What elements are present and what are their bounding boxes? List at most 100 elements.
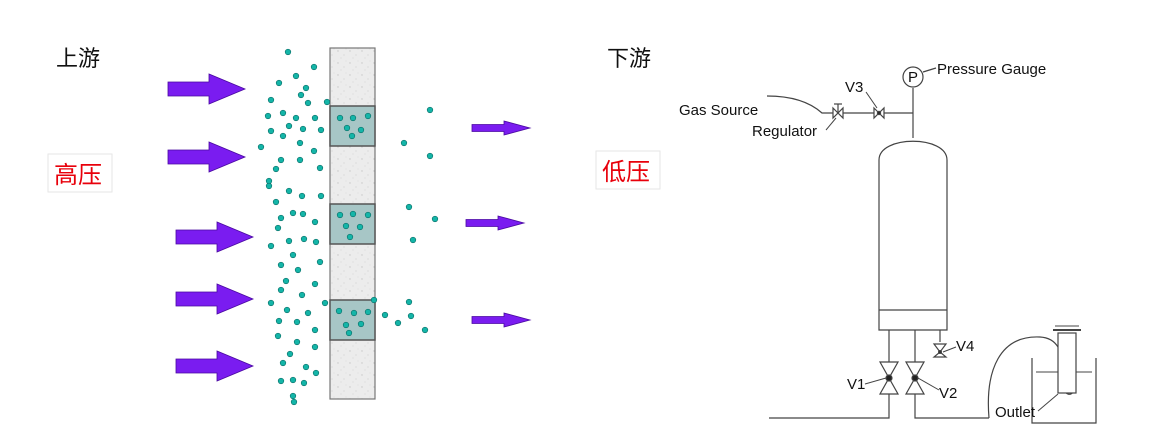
- gas-particle: [297, 91, 305, 99]
- gas-particle: [286, 350, 294, 358]
- gas-particle: [290, 398, 298, 406]
- outlet-beaker: [1031, 325, 1097, 424]
- gas-particle: [265, 182, 273, 190]
- membrane-pore-3: [329, 299, 376, 341]
- upstream-arrow: [167, 141, 247, 173]
- gas-particle: [285, 187, 293, 195]
- gas-particle: [275, 317, 283, 325]
- gas-particle: [364, 308, 372, 316]
- low-pressure-label: 低压: [602, 158, 650, 186]
- gas-particle: [277, 214, 285, 222]
- gas-particle: [342, 321, 350, 329]
- gas-particle: [296, 139, 304, 147]
- gas-particle: [343, 124, 351, 132]
- gas-particle: [317, 126, 325, 134]
- gas-particle: [311, 114, 319, 122]
- downstream-arrow: [471, 312, 532, 328]
- gas-particle: [349, 114, 357, 122]
- gas-particle: [284, 48, 292, 56]
- gas-particle: [275, 79, 283, 87]
- gas-particle: [274, 332, 282, 340]
- gas-particle: [407, 312, 415, 320]
- gas-particle: [277, 286, 285, 294]
- gas-particle: [304, 99, 312, 107]
- pressure-gauge-icon: [902, 66, 924, 88]
- gas-particle: [312, 238, 320, 246]
- gas-particle: [394, 319, 402, 327]
- pressure-gauge-symbol: P: [908, 69, 918, 86]
- v1-valve: [878, 361, 900, 395]
- gas-particle: [316, 164, 324, 172]
- high-pressure-label: 高压: [54, 161, 102, 189]
- gas-particle: [279, 132, 287, 140]
- gas-particle: [298, 291, 306, 299]
- gas-particle: [311, 280, 319, 288]
- gas-particle: [289, 392, 297, 400]
- regulator-valve: [832, 103, 844, 120]
- downstream-arrow: [465, 215, 526, 231]
- gas-particle: [421, 326, 429, 334]
- gas-particle: [285, 122, 293, 130]
- gas-particle: [292, 72, 300, 80]
- membrane-diagram: 上游 高压 下游 低压: [47, 47, 661, 406]
- gas-particle: [300, 379, 308, 387]
- membrane-wall: [329, 47, 376, 400]
- high-pressure-label-box: 高压: [47, 153, 113, 193]
- downstream-arrows: [465, 120, 532, 328]
- gas-particle: [356, 223, 364, 231]
- gas-particle: [267, 299, 275, 307]
- upstream-label: 上游: [56, 47, 100, 72]
- v4-valve: [932, 343, 948, 358]
- gas-particle: [296, 156, 304, 164]
- gas-particle: [279, 109, 287, 117]
- apparatus-labels: Gas Source Regulator V3 P Pressure Gauge…: [679, 61, 1059, 421]
- gas-particle: [289, 376, 297, 384]
- upstream-arrow: [175, 350, 255, 382]
- gas-particle: [348, 132, 356, 140]
- gas-particle: [267, 127, 275, 135]
- gas-particle: [282, 277, 290, 285]
- gas-source-label: Gas Source: [679, 102, 758, 119]
- gas-particle: [311, 343, 319, 351]
- gas-particle: [272, 165, 280, 173]
- gas-particle: [335, 307, 343, 315]
- v3-valve: [873, 106, 885, 120]
- gas-particle: [310, 147, 318, 155]
- gas-particle: [277, 377, 285, 385]
- gas-particle: [264, 112, 272, 120]
- upstream-arrows: [167, 73, 255, 382]
- gas-particle: [302, 84, 310, 92]
- v3-label: V3: [845, 79, 863, 96]
- gas-particle: [277, 156, 285, 164]
- gas-particle: [310, 63, 318, 71]
- v2-valve: [904, 361, 926, 395]
- apparatus-diagram: [766, 66, 1097, 424]
- gas-particle: [292, 114, 300, 122]
- gas-particle: [311, 218, 319, 226]
- gas-particle: [279, 359, 287, 367]
- gas-particle: [289, 209, 297, 217]
- gas-particle: [346, 233, 354, 241]
- gas-particle: [364, 211, 372, 219]
- downstream-label: 下游: [607, 47, 651, 72]
- regulator-label: Regulator: [752, 123, 817, 140]
- gas-particle: [317, 192, 325, 200]
- gas-particle: [267, 242, 275, 250]
- gas-particle: [400, 139, 408, 147]
- gas-particle: [294, 266, 302, 274]
- v2-label: V2: [939, 385, 957, 402]
- gas-particle: [426, 152, 434, 160]
- gas-particle: [316, 258, 324, 266]
- gas-particle: [409, 236, 417, 244]
- upstream-arrow: [175, 221, 255, 253]
- gas-particles: [257, 48, 439, 406]
- v1-label: V1: [847, 376, 865, 393]
- gas-cylinder: [878, 140, 948, 331]
- gas-particle: [283, 306, 291, 314]
- low-pressure-label-box: 低压: [595, 150, 661, 190]
- gas-particle: [342, 222, 350, 230]
- pressure-gauge-label: Pressure Gauge: [937, 61, 1046, 78]
- gas-particle: [298, 192, 306, 200]
- gas-particle: [293, 318, 301, 326]
- gas-particle: [357, 320, 365, 328]
